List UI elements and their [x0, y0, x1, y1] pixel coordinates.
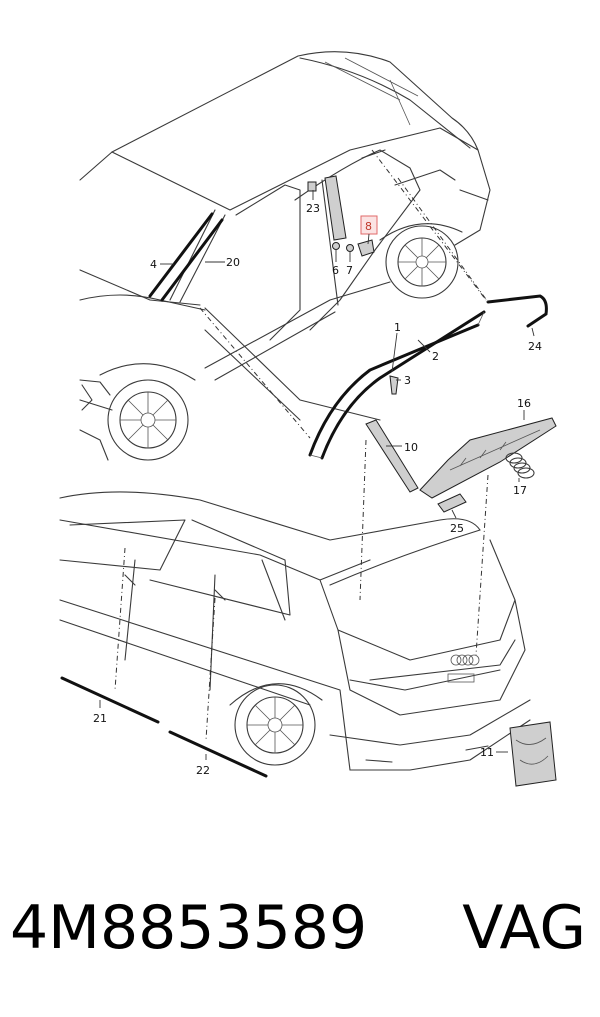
- part-10-pillar-trim: [365, 419, 419, 493]
- svg-text:3: 3: [404, 374, 411, 387]
- svg-text:22: 22: [196, 764, 210, 777]
- front-vehicle-outline: [79, 51, 491, 461]
- part-16-tailgate-trim: [419, 417, 557, 499]
- parts-diagram: 1 2 3 4 20 23 6 7: [59, 51, 557, 787]
- svg-text:17: 17: [513, 484, 527, 497]
- rear-vehicle-outline: [59, 491, 531, 771]
- part-3-clip: [389, 375, 399, 395]
- callout-24: 24: [528, 327, 542, 353]
- callout-1: 1: [391, 321, 401, 373]
- callout-25: 25: [450, 509, 464, 535]
- svg-text:1: 1: [394, 321, 401, 334]
- part-23-clip: [307, 181, 317, 192]
- svg-text:16: 16: [517, 397, 531, 410]
- door-sill-trim-parts: [60, 676, 268, 778]
- rear-audi-logo: [450, 654, 480, 666]
- svg-text:21: 21: [93, 712, 107, 725]
- svg-text:8: 8: [365, 220, 372, 233]
- svg-text:20: 20: [226, 256, 240, 269]
- svg-text:6: 6: [332, 264, 339, 277]
- callout-4: 4: [150, 258, 174, 271]
- svg-text:2: 2: [432, 350, 439, 363]
- part-21-trim: [60, 676, 160, 724]
- roof-rail-trim-parts: [308, 294, 548, 460]
- b-pillar-parts: [307, 175, 375, 257]
- callout-11: 11: [480, 746, 508, 759]
- part-8-trim-piece: [357, 239, 375, 257]
- callout-17: 17: [513, 478, 527, 497]
- callouts: 1 2 3 4 20 23 6 7: [93, 190, 542, 777]
- part-1-trim: [308, 323, 480, 457]
- callout-7: 7: [346, 252, 353, 277]
- part-6-clip: [332, 242, 340, 250]
- callout-3: 3: [396, 374, 411, 387]
- tailgate-parts: [365, 417, 557, 513]
- part-4-trim: [148, 212, 214, 298]
- caption-bar: 4M8853589 VAG: [0, 888, 600, 968]
- callout-10: 10: [386, 441, 418, 454]
- part-11-bag: [509, 721, 557, 787]
- callout-8: 8: [360, 215, 378, 245]
- part-7-clip: [346, 244, 354, 252]
- svg-text:25: 25: [450, 522, 464, 535]
- callout-20: 20: [205, 256, 240, 269]
- callout-23: 23: [306, 190, 320, 215]
- brand-label: VAG: [462, 893, 586, 963]
- windshield-trim-parts: [148, 212, 224, 302]
- part-20-trim: [160, 218, 224, 302]
- svg-text:7: 7: [346, 264, 353, 277]
- svg-text:10: 10: [404, 441, 418, 454]
- assembly-lines: [114, 149, 489, 741]
- svg-text:11: 11: [480, 746, 494, 759]
- callout-21: 21: [93, 700, 107, 725]
- svg-text:4: 4: [150, 258, 157, 271]
- callout-22: 22: [196, 754, 210, 777]
- part-b-pillar-panel: [324, 175, 347, 241]
- part-22-trim: [168, 730, 268, 778]
- part-number-label: 4M8853589: [10, 893, 368, 963]
- svg-text:24: 24: [528, 340, 542, 353]
- part-24-trim: [486, 294, 548, 328]
- callout-2: 2: [417, 339, 439, 363]
- svg-text:23: 23: [306, 202, 320, 215]
- callout-16: 16: [517, 397, 531, 420]
- part-25-clip: [437, 493, 467, 513]
- part-17-audi-rings: [505, 452, 535, 479]
- part-2-trim: [320, 310, 486, 460]
- callout-6: 6: [332, 250, 339, 277]
